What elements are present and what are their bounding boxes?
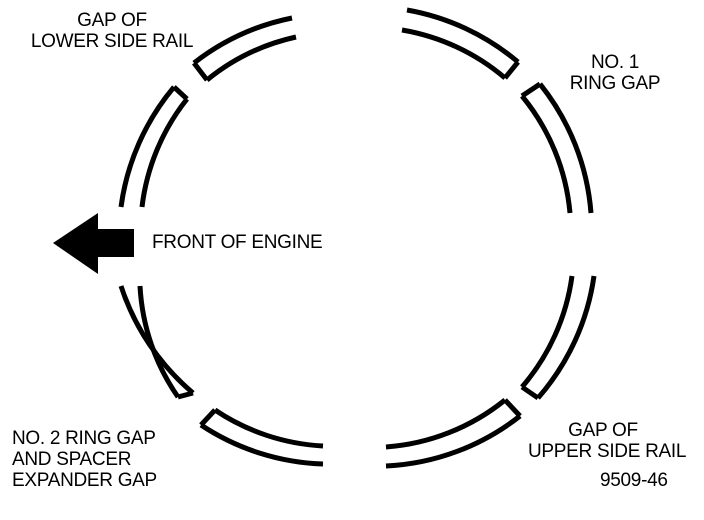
label-line: GAP OF	[568, 420, 638, 441]
label-line: NO. 1	[590, 52, 640, 73]
label-line: FRONT OF ENGINE	[152, 232, 323, 253]
label-lower-side-rail-gap: GAP OF LOWER SIDE RAIL	[14, 10, 210, 52]
ring-segment-top-left	[192, 15, 297, 82]
label-line: NO. 2 RING GAP	[12, 428, 156, 449]
ring-segment-left-lower	[118, 285, 195, 400]
label-line: 9509-46	[600, 470, 668, 491]
ring-segment-bottom-left	[199, 407, 324, 467]
label-line: AND SPACER	[12, 449, 132, 470]
label-upper-side-rail-gap: GAP OF UPPER SIDE RAIL	[528, 420, 687, 462]
label-line: GAP OF	[77, 10, 147, 31]
ring-segment-right	[520, 81, 594, 214]
ring-segment-bottom-right	[385, 398, 522, 469]
label-no1-ring-gap: NO. 1 RING GAP	[560, 52, 670, 94]
label-line: UPPER SIDE RAIL	[528, 441, 687, 462]
figure-number: 9509-46	[600, 470, 668, 491]
ring-segment-top-right	[401, 7, 520, 80]
label-line: EXPANDER GAP	[12, 470, 157, 491]
ring-segment-right-lower	[520, 275, 597, 401]
front-arrow-icon	[53, 213, 134, 274]
label-line: RING GAP	[569, 73, 661, 94]
label-no2-ring-gap: NO. 2 RING GAP AND SPACER EXPANDER GAP	[12, 428, 157, 491]
label-line: LOWER SIDE RAIL	[30, 31, 194, 52]
ring-segment-left-upper	[118, 85, 189, 208]
label-front-of-engine: FRONT OF ENGINE	[152, 232, 323, 253]
